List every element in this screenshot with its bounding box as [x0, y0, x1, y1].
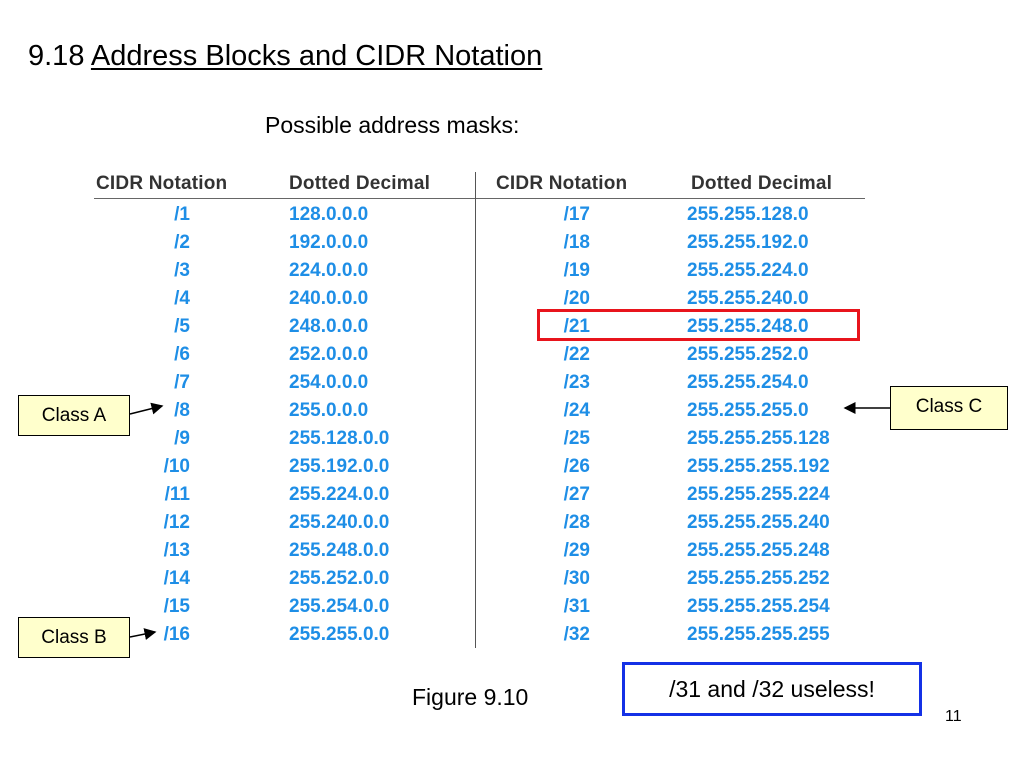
dotted-decimal-cell: 255.128.0.0	[289, 428, 390, 449]
dotted-decimal-cell: 254.0.0.0	[289, 372, 369, 393]
dotted-decimal-cell: 255.255.255.0	[687, 400, 809, 421]
cidr-cell: /14	[163, 568, 190, 589]
header-cidr-right: CIDR Notation	[496, 173, 628, 194]
dotted-decimal-cell: 224.0.0.0	[289, 260, 369, 281]
dotted-decimal-cell: 248.0.0.0	[289, 316, 369, 337]
dotted-decimal-cell: 192.0.0.0	[289, 232, 369, 253]
dotted-decimal-cell: 255.254.0.0	[289, 596, 390, 617]
dotted-decimal-cell: 255.0.0.0	[289, 400, 369, 421]
dotted-decimal-cell: 255.255.128.0	[687, 204, 809, 225]
dotted-decimal-cell: 252.0.0.0	[289, 344, 369, 365]
cidr-cell: /19	[563, 260, 590, 281]
dotted-decimal-cell: 255.255.255.224	[687, 484, 830, 505]
header-rule	[94, 198, 865, 199]
dotted-decimal-cell: 255.224.0.0	[289, 484, 390, 505]
class-b-arrow	[129, 628, 157, 640]
dotted-decimal-cell: 255.192.0.0	[289, 456, 390, 477]
dotted-decimal-cell: 255.255.192.0	[687, 232, 809, 253]
cidr-cell: /24	[563, 400, 590, 421]
cidr-cell: /21	[563, 316, 590, 337]
highlight-box-21	[537, 309, 860, 341]
class-b-label: Class B	[18, 617, 130, 658]
cidr-cell: /1	[174, 204, 190, 225]
class-a-label: Class A	[18, 395, 130, 436]
dotted-decimal-cell: 128.0.0.0	[289, 204, 369, 225]
dotted-decimal-cell: 255.255.252.0	[687, 344, 809, 365]
cidr-cell: /20	[563, 288, 590, 309]
cidr-cell: /4	[174, 288, 190, 309]
title-number: 9.18	[28, 40, 85, 72]
cidr-cell: /29	[563, 540, 590, 561]
cidr-cell: /32	[563, 624, 590, 645]
cidr-cell: /6	[174, 344, 190, 365]
dotted-decimal-cell: 255.255.255.240	[687, 512, 830, 533]
dotted-decimal-cell: 255.255.255.254	[687, 596, 830, 617]
page-number: 11	[945, 708, 962, 725]
cidr-cell: /27	[563, 484, 590, 505]
dotted-decimal-cell: 255.255.0.0	[289, 624, 390, 645]
cidr-cell: /26	[563, 456, 590, 477]
cidr-cell: /23	[563, 372, 590, 393]
cidr-cell: /10	[163, 456, 190, 477]
header-dotted-left: Dotted Decimal	[289, 173, 431, 194]
dotted-decimal-cell: 255.255.255.255	[687, 624, 830, 645]
dotted-decimal-cell: 255.255.224.0	[687, 260, 809, 281]
class-a-arrow	[129, 402, 164, 415]
header-dotted-right: Dotted Decimal	[691, 173, 833, 194]
cidr-cell: /22	[563, 344, 590, 365]
cidr-cell: /25	[563, 428, 590, 449]
cidr-cell: /9	[174, 428, 190, 449]
dotted-decimal-cell: 255.255.255.128	[687, 428, 830, 449]
figure-caption: Figure 9.10	[412, 684, 529, 710]
cidr-cell: /5	[174, 316, 190, 337]
cidr-cell: /13	[163, 540, 190, 561]
cidr-cell: /18	[563, 232, 590, 253]
title-text: Address Blocks and CIDR Notation	[90, 40, 543, 72]
dotted-decimal-cell: 255.240.0.0	[289, 512, 390, 533]
cidr-cell: /11	[164, 484, 190, 505]
cidr-cell: /2	[174, 232, 190, 253]
useless-note: /31 and /32 useless!	[622, 662, 922, 716]
header-cidr-left: CIDR Notation	[96, 173, 228, 194]
cidr-cell: /28	[563, 512, 590, 533]
slide-title: 9.18 Address Blocks and CIDR Notation	[28, 40, 542, 73]
dotted-decimal-cell: 255.255.255.252	[687, 568, 830, 589]
cidr-cell: /8	[174, 400, 190, 421]
dotted-decimal-cell: 255.248.0.0	[289, 540, 390, 561]
cidr-cell: /12	[163, 512, 190, 533]
cidr-cell: /15	[163, 596, 190, 617]
cidr-cell: /7	[174, 372, 190, 393]
class-c-label: Class C	[890, 386, 1008, 430]
dotted-decimal-cell: 255.255.255.192	[687, 456, 830, 477]
dotted-decimal-cell: 255.252.0.0	[289, 568, 390, 589]
subtitle: Possible address masks:	[265, 112, 520, 138]
cidr-cell: /16	[163, 624, 190, 645]
dotted-decimal-cell: 255.255.254.0	[687, 372, 809, 393]
column-divider	[475, 172, 476, 648]
cidr-cell: /17	[563, 204, 590, 225]
dotted-decimal-cell: 240.0.0.0	[289, 288, 369, 309]
cidr-cell: /3	[174, 260, 190, 281]
dotted-decimal-cell: 255.255.240.0	[687, 288, 809, 309]
cidr-cell: /31	[563, 596, 590, 617]
dotted-decimal-cell: 255.255.255.248	[687, 540, 830, 561]
dotted-decimal-cell: 255.255.248.0	[687, 316, 809, 337]
cidr-cell: /30	[563, 568, 590, 589]
